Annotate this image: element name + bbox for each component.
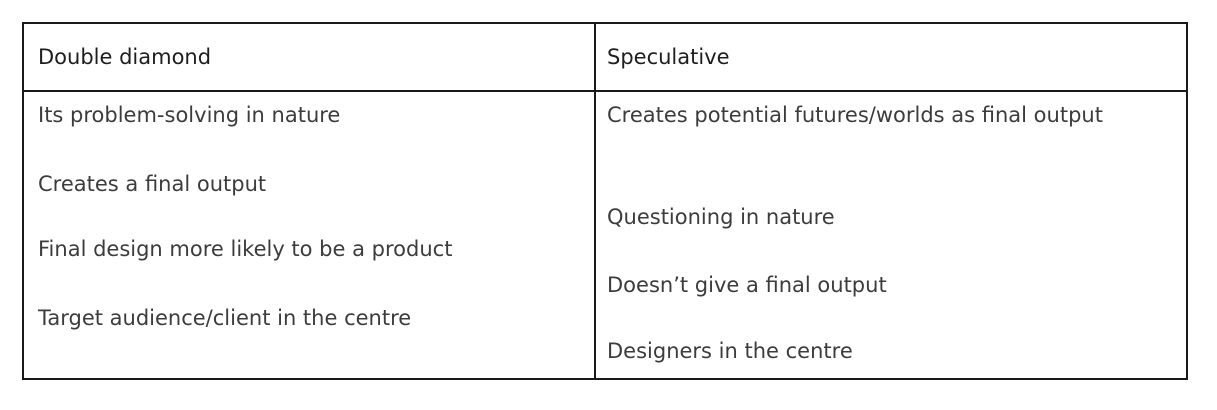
list-item: Questioning in nature [607, 205, 835, 229]
list-item: Designers in the centre [607, 339, 853, 363]
list-item: Target audience/client in the centre [38, 306, 412, 330]
table-header-row: Double diamond Speculative [24, 24, 1186, 92]
list-item: Creates potential futures/worlds as fina… [607, 103, 1103, 127]
list-item: Final design more likely to be a product [38, 237, 453, 261]
header-double-diamond: Double diamond [38, 45, 212, 69]
list-item: Its problem-solving in nature [38, 103, 341, 127]
list-item: Creates a final output [38, 172, 267, 196]
column-divider [594, 24, 596, 378]
list-item: Doesn’t give a final output [607, 273, 887, 297]
comparison-table: Double diamond Speculative Its problem-s… [22, 22, 1188, 380]
header-speculative: Speculative [607, 45, 730, 69]
